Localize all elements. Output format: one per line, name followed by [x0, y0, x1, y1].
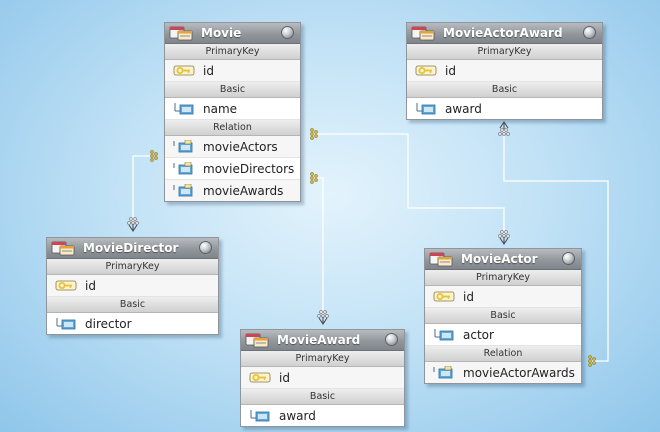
attribute-row[interactable]: id — [407, 60, 602, 82]
key-icon — [249, 372, 271, 383]
entity-movie-director[interactable]: MovieDirector PrimaryKey id Basic direct… — [46, 237, 219, 335]
section-basic: Basic — [407, 82, 602, 98]
attribute-row[interactable]: id — [425, 286, 581, 308]
key-icon — [55, 280, 77, 291]
collapse-ball-icon[interactable] — [199, 241, 212, 254]
section-primary-key: PrimaryKey — [47, 259, 218, 275]
connector-movie-awards — [310, 172, 329, 325]
attribute-row[interactable]: id — [165, 60, 300, 82]
entity-icon — [411, 26, 435, 41]
entity-icon — [169, 26, 193, 41]
entity-icon — [429, 252, 453, 267]
connector-movie-directors — [127, 150, 158, 232]
attribute-name: id — [85, 278, 96, 293]
attribute-row[interactable]: director — [47, 313, 218, 334]
relation-icon — [173, 162, 193, 175]
attribute-name: actor — [463, 327, 494, 342]
section-primary-key: PrimaryKey — [241, 351, 404, 367]
section-basic: Basic — [47, 297, 218, 313]
entity-movie[interactable]: Movie PrimaryKey id Basic name Relation … — [164, 22, 301, 202]
relation-icon — [173, 140, 193, 153]
relation-row[interactable]: movieActors — [165, 136, 300, 158]
attribute-row[interactable]: id — [241, 367, 404, 389]
attribute-name: director — [85, 316, 132, 331]
entity-title: MovieDirector — [83, 241, 179, 255]
relation-icon — [173, 184, 193, 197]
field-icon — [434, 329, 454, 341]
key-icon — [173, 65, 195, 76]
section-relation: Relation — [165, 120, 300, 136]
entity-header[interactable]: MovieActorAward — [407, 23, 602, 44]
entity-title: Movie — [201, 26, 242, 40]
attribute-name: name — [203, 101, 238, 116]
entity-title: MovieActor — [461, 252, 538, 266]
section-basic: Basic — [425, 308, 581, 324]
attribute-name: award — [279, 408, 316, 423]
entity-header[interactable]: MovieActor — [425, 249, 581, 270]
section-primary-key: PrimaryKey — [425, 270, 581, 286]
field-icon — [56, 318, 76, 330]
entity-movie-actor[interactable]: MovieActor PrimaryKey id Basic actor Rel… — [424, 248, 582, 384]
relation-row[interactable]: movieAwards — [165, 180, 300, 201]
collapse-ball-icon[interactable] — [583, 26, 596, 39]
attribute-row[interactable]: award — [407, 98, 602, 119]
section-relation: Relation — [425, 346, 581, 362]
relation-name: movieAwards — [203, 183, 284, 198]
key-icon — [415, 65, 437, 76]
entity-header[interactable]: Movie — [165, 23, 300, 44]
attribute-row[interactable]: actor — [425, 324, 581, 346]
relation-row[interactable]: movieActorAwards — [425, 362, 581, 383]
entity-header[interactable]: MovieDirector — [47, 238, 218, 259]
entity-header[interactable]: MovieAward — [241, 330, 404, 351]
collapse-ball-icon[interactable] — [281, 26, 294, 39]
relation-row[interactable]: movieDirectors — [165, 158, 300, 180]
section-basic: Basic — [165, 82, 300, 98]
key-icon — [433, 291, 455, 302]
entity-icon — [51, 241, 75, 256]
connector-movie-actors — [310, 128, 510, 245]
field-icon — [416, 103, 436, 115]
relation-name: movieActorAwards — [463, 365, 575, 380]
attribute-row[interactable]: id — [47, 275, 218, 297]
attribute-name: id — [463, 289, 474, 304]
entity-title: MovieAward — [277, 333, 361, 347]
attribute-name: id — [203, 63, 214, 78]
attribute-row[interactable]: name — [165, 98, 300, 120]
section-primary-key: PrimaryKey — [407, 44, 602, 60]
attribute-name: id — [279, 370, 290, 385]
entity-movie-actor-award[interactable]: MovieActorAward PrimaryKey id Basic awar… — [406, 22, 603, 120]
field-icon — [174, 103, 194, 115]
attribute-name: id — [445, 63, 456, 78]
field-icon — [250, 410, 270, 422]
section-basic: Basic — [241, 389, 404, 405]
entity-title: MovieActorAward — [443, 26, 563, 40]
relation-name: movieDirectors — [203, 161, 295, 176]
section-primary-key: PrimaryKey — [165, 44, 300, 60]
relation-name: movieActors — [203, 139, 278, 154]
attribute-name: award — [445, 101, 482, 116]
collapse-ball-icon[interactable] — [562, 252, 575, 265]
attribute-row[interactable]: award — [241, 405, 404, 426]
relation-icon — [433, 366, 453, 379]
entity-movie-award[interactable]: MovieAward PrimaryKey id Basic award — [240, 329, 405, 427]
entity-icon — [245, 333, 269, 348]
collapse-ball-icon[interactable] — [385, 333, 398, 346]
